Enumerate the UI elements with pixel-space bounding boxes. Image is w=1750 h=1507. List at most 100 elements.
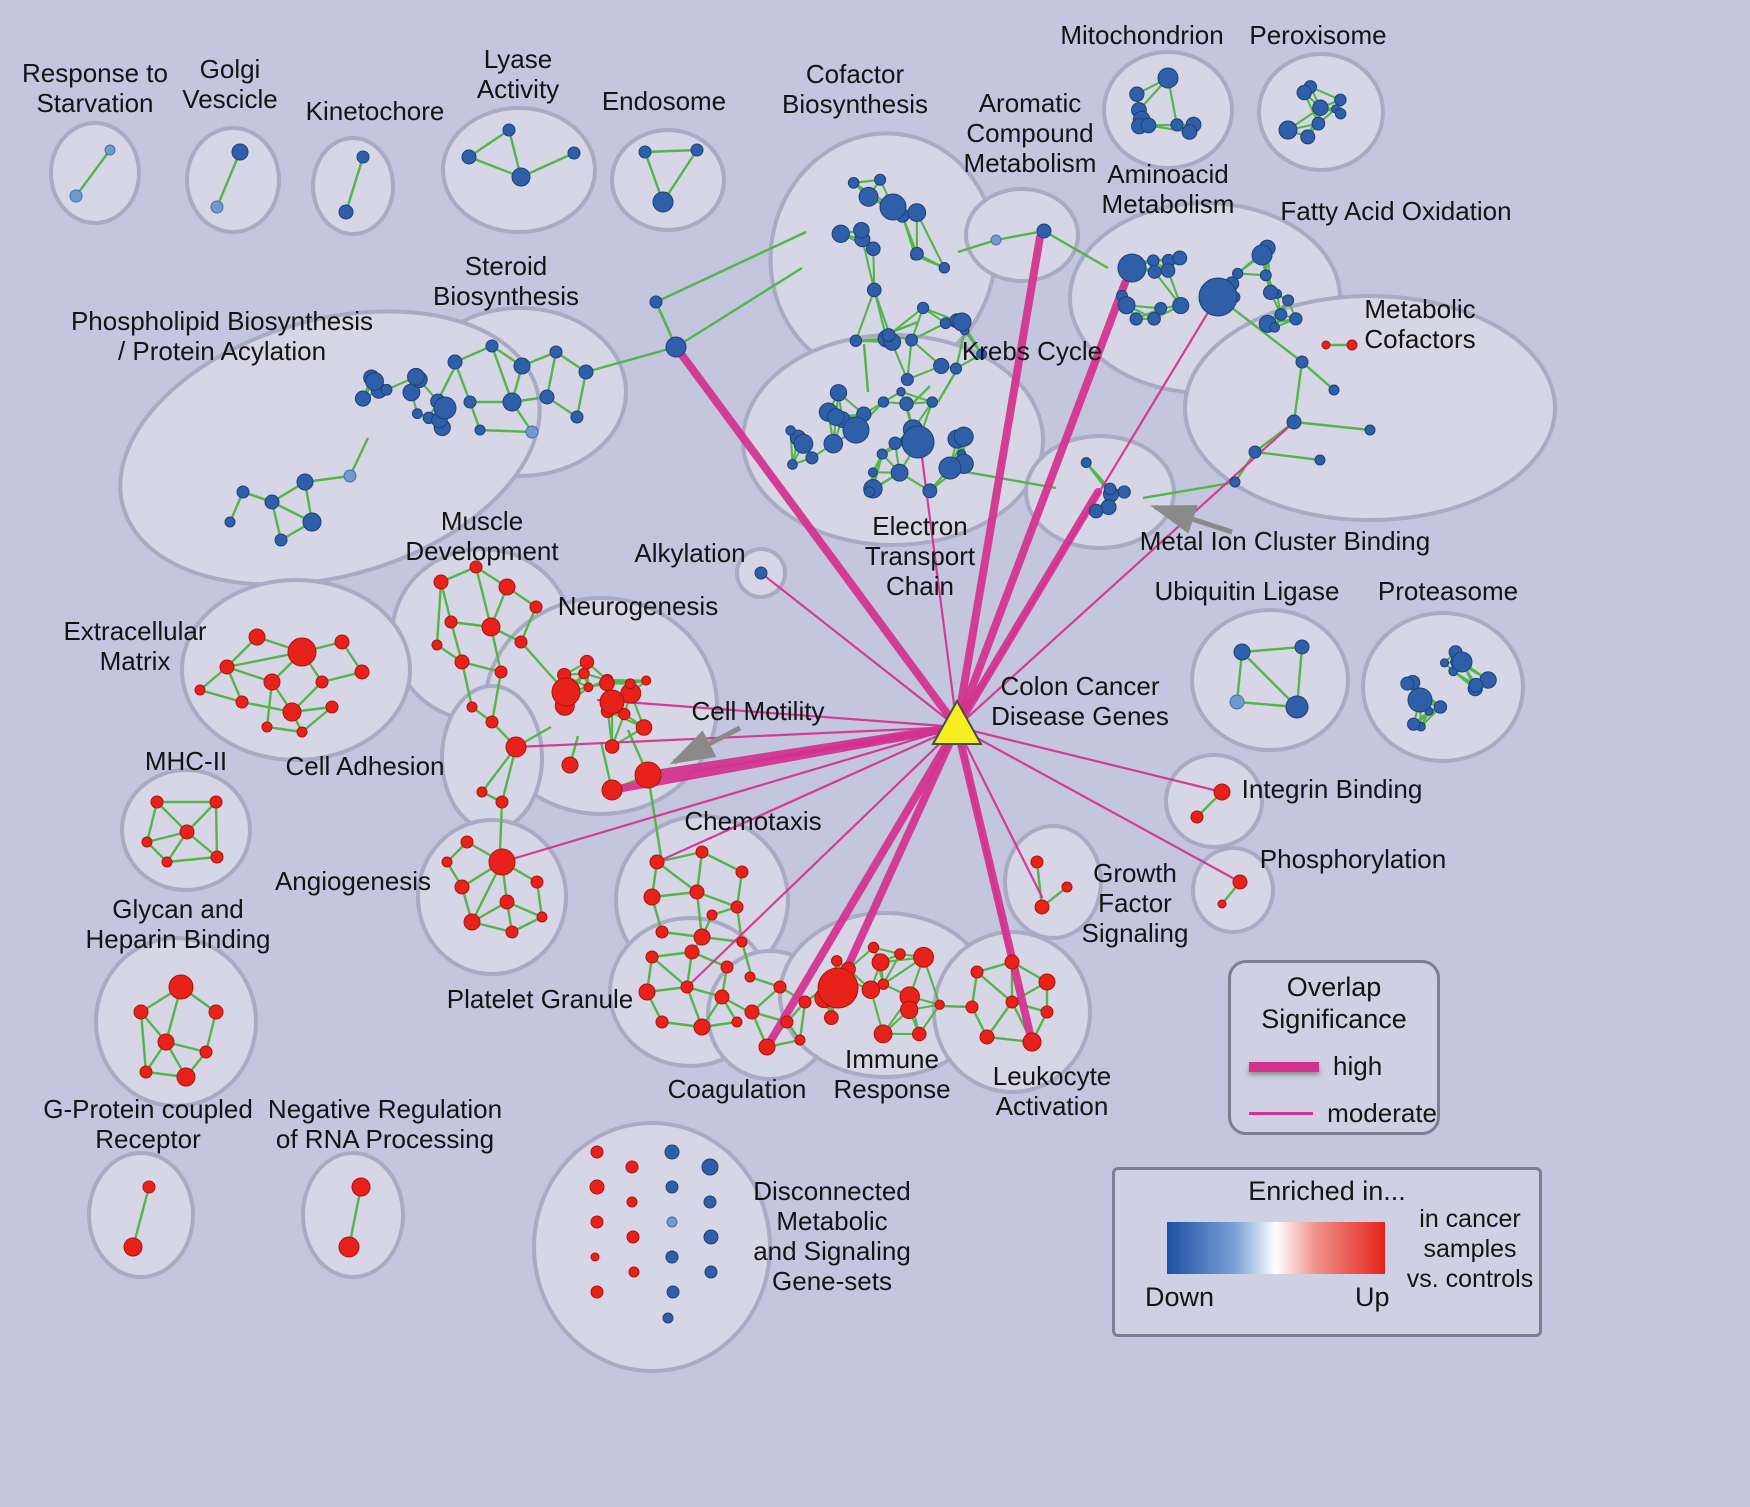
label-endosome: Endosome bbox=[602, 86, 726, 116]
node-electron-transport-chain bbox=[877, 396, 890, 408]
node-phospholipid-biosynthesis bbox=[365, 371, 384, 391]
node-alkylation bbox=[754, 566, 768, 580]
node-electron-transport-chain bbox=[888, 436, 902, 450]
node-muscle-development bbox=[494, 665, 508, 679]
significance-edge-moderate bbox=[596, 698, 959, 729]
significance-edge-moderate bbox=[955, 420, 1296, 729]
node-chemotaxis bbox=[689, 884, 705, 900]
green-edge bbox=[214, 801, 219, 858]
legend-overlap-title: Overlap Significance bbox=[1231, 971, 1437, 1035]
node-extracellular-matrix bbox=[282, 702, 302, 722]
node-proteasome bbox=[1407, 717, 1421, 731]
legend-overlap-title-line: Significance bbox=[1261, 1004, 1407, 1034]
node-cell-adhesion bbox=[505, 736, 527, 758]
node-muscle-development bbox=[444, 615, 458, 629]
node-angiogenesis bbox=[488, 848, 516, 876]
node-coagulation bbox=[758, 1038, 776, 1056]
cluster-mitochondrion bbox=[1102, 50, 1234, 170]
green-edge bbox=[656, 861, 698, 893]
node-phospholipid-biosynthesis bbox=[407, 367, 425, 386]
node-phospholipid-biosynthesis bbox=[343, 469, 357, 483]
node-disconnected-genesets bbox=[590, 1145, 604, 1159]
significance-edge-high bbox=[834, 723, 961, 992]
node-platelet-granule bbox=[655, 1015, 669, 1029]
node-lyase-activity bbox=[511, 167, 531, 187]
green-edge bbox=[995, 229, 1045, 242]
cluster-endosome bbox=[610, 128, 726, 232]
node-golgi-vescicle bbox=[210, 200, 224, 214]
cluster-growth-factor-signaling bbox=[1003, 824, 1103, 940]
node-chemotaxis bbox=[706, 909, 718, 921]
node-phospholipid-biosynthesis bbox=[354, 390, 372, 407]
node-extracellular-matrix bbox=[235, 695, 249, 709]
node-mitochondrion bbox=[1140, 117, 1157, 134]
node-chemotaxis bbox=[655, 925, 669, 939]
green-edge bbox=[656, 850, 703, 864]
green-edge bbox=[490, 671, 503, 723]
green-edge bbox=[1301, 361, 1335, 391]
node-cofactor-biosynthesis bbox=[866, 282, 882, 298]
green-edge bbox=[520, 641, 562, 688]
node-angiogenesis bbox=[536, 911, 548, 923]
cluster-golgi-vescicle bbox=[185, 126, 281, 234]
label-proteasome: Proteasome bbox=[1378, 576, 1518, 606]
pointer-arrow bbox=[669, 725, 742, 765]
node-proteasome bbox=[1468, 677, 1484, 693]
node-golgi-vescicle bbox=[231, 143, 249, 161]
node-neurogenesis bbox=[599, 689, 625, 715]
green-edge bbox=[655, 230, 807, 304]
node-extracellular-matrix bbox=[296, 726, 308, 738]
node-integrin-binding bbox=[1213, 783, 1231, 801]
node-fatty-acid-oxidation bbox=[1251, 244, 1273, 266]
node-integrin-binding bbox=[1190, 810, 1204, 824]
node-glycan-heparin-binding bbox=[199, 1045, 213, 1059]
green-edge bbox=[906, 339, 913, 380]
node-negative-regulation-rna bbox=[338, 1236, 360, 1258]
node-metabolic-cofactors bbox=[1229, 476, 1241, 488]
node-growth-factor-signaling bbox=[1030, 855, 1044, 869]
node-leukocyte-activation bbox=[1005, 995, 1019, 1009]
node-steroid-biosynthesis bbox=[502, 392, 522, 412]
node-cofactor-biosynthesis bbox=[847, 177, 860, 189]
node-neurogenesis bbox=[561, 756, 579, 774]
node-mitochondrion bbox=[1157, 67, 1179, 89]
node-phosphorylation bbox=[1217, 899, 1227, 909]
moderate-significance-line bbox=[1249, 1112, 1314, 1115]
enrichment-gradient-bar bbox=[1167, 1222, 1385, 1274]
node-negative-regulation-rna bbox=[351, 1177, 371, 1197]
node-immune-response bbox=[867, 941, 880, 954]
node-steroid-biosynthesis bbox=[525, 425, 539, 439]
node-immune-response bbox=[911, 1026, 927, 1042]
node-immune-response bbox=[934, 999, 945, 1010]
node-electron-transport-chain bbox=[793, 433, 814, 454]
high-label: high bbox=[1333, 1051, 1383, 1081]
label-metal-ion-cluster-binding: Metal Ion Cluster Binding bbox=[1140, 526, 1430, 556]
cluster-disconnected-genesets bbox=[532, 1121, 772, 1373]
enrichment-context-text: in cancer samples vs. controls bbox=[1400, 1204, 1540, 1294]
node-electron-transport-chain bbox=[901, 425, 935, 459]
node-aminoacid-metabolism bbox=[1117, 296, 1136, 315]
node-metabolic-cofactors bbox=[1295, 355, 1309, 369]
node-fatty-acid-oxidation bbox=[1274, 308, 1288, 321]
significance-edge-moderate bbox=[955, 725, 1044, 899]
node-angiogenesis bbox=[463, 913, 481, 931]
node-extracellular-matrix bbox=[325, 700, 339, 714]
cluster-angiogenesis bbox=[416, 818, 568, 976]
node-platelet-granule bbox=[714, 989, 730, 1005]
green-edge bbox=[498, 801, 504, 852]
node-kinetochore bbox=[338, 204, 354, 220]
cluster-response-to-starvation bbox=[49, 121, 141, 225]
node-phosphorylation bbox=[1232, 874, 1248, 890]
node-proteasome bbox=[1433, 700, 1448, 714]
node-bridge-nodes bbox=[665, 336, 687, 358]
node-growth-factor-signaling bbox=[1061, 881, 1073, 893]
green-edge bbox=[1043, 229, 1109, 270]
